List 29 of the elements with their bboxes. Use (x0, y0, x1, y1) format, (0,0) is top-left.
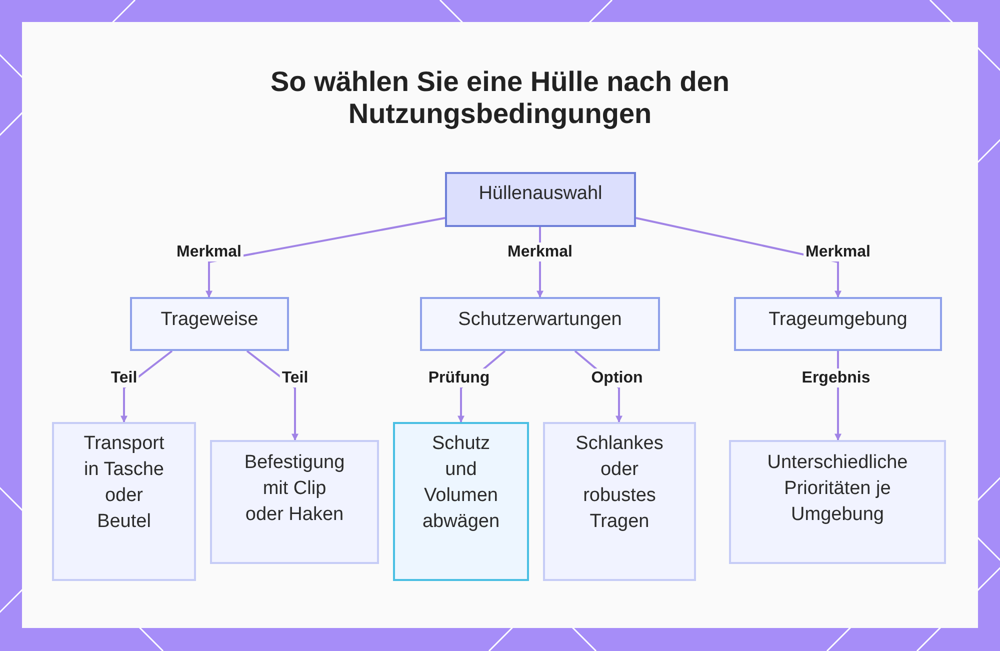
process-box (210, 440, 379, 564)
node-label: Transport in Tasche oder Beutel (82, 432, 166, 534)
node-label: Unterschiedliche Prioritäten je Umgebung (766, 451, 909, 527)
edge-label: Teil (280, 368, 310, 388)
edge-label: Merkmal (174, 242, 244, 262)
node-label: Schlankes oder robustes Tragen (574, 432, 664, 534)
process-box (52, 422, 196, 581)
connector-arrow (636, 217, 842, 298)
edge-label: Merkmal (804, 242, 872, 262)
process-box (445, 172, 636, 227)
process-box (393, 422, 529, 581)
diagram-title: So wählen Sie eine Hülle nach den Nutzungsbedingungen (269, 66, 730, 130)
node-label: Schutz und Volumen abwägen (421, 432, 501, 534)
process-box (420, 297, 660, 351)
node-label: Hüllenauswahl (478, 182, 602, 206)
edge-label: Teil (108, 368, 140, 388)
edge-label: Prüfung (426, 368, 492, 388)
process-box (130, 297, 289, 351)
edge-label: Option (589, 368, 645, 388)
node-label: Trageumgebung (768, 308, 908, 332)
process-box (734, 297, 942, 351)
node-label: Schutzerwartungen (458, 308, 622, 332)
node-label: Trageweise (160, 308, 258, 332)
edge-label: Ergebnis (800, 368, 872, 388)
process-box (543, 422, 696, 581)
process-box (729, 440, 946, 564)
connector-arrow (206, 217, 446, 298)
node-label: Befestigung mit Clip oder Haken (243, 451, 346, 527)
edge-label: Merkmal (506, 242, 574, 262)
